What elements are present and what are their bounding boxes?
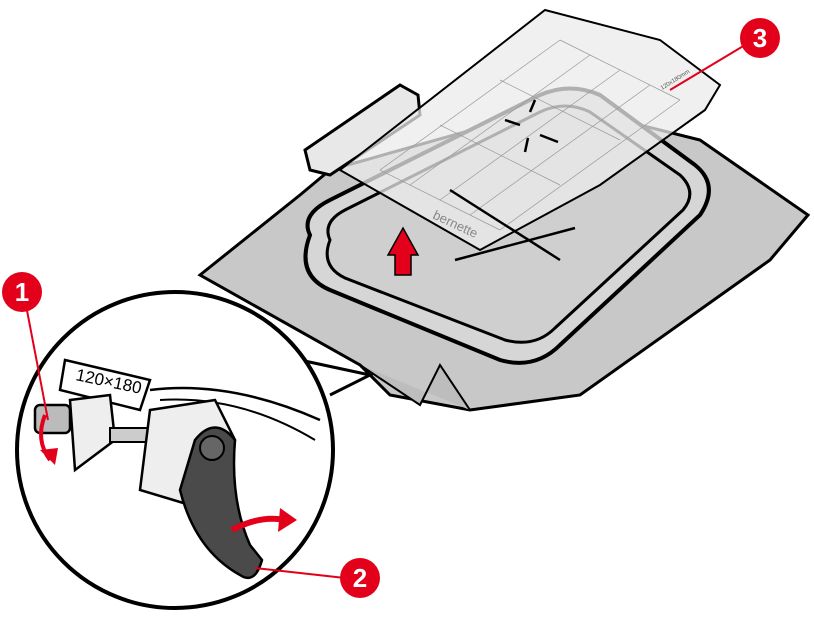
hoop-edge-detail <box>58 358 152 412</box>
lever-direction-arrowhead-icon <box>278 508 297 532</box>
fabric-fold <box>359 363 471 411</box>
template-crosshair <box>449 99 576 262</box>
callout-1-leader <box>24 299 49 421</box>
svg-text:1: 1 <box>15 277 29 307</box>
callout-2-leader <box>254 567 346 579</box>
rotate-arrowhead-icon <box>40 448 58 465</box>
callout-2: 2 <box>340 558 380 598</box>
hoop-rim-detail <box>149 386 321 422</box>
detail-pointer <box>299 358 375 397</box>
screw-thread <box>109 427 151 443</box>
callout-1: 1 <box>2 272 42 312</box>
hoop-rim-detail-2 <box>159 398 316 441</box>
lever-pivot <box>199 435 225 461</box>
lift-arrow-icon <box>386 226 420 276</box>
callout-3: 3 <box>740 18 780 58</box>
svg-text:2: 2 <box>353 563 367 593</box>
clamp-lever <box>178 426 264 580</box>
template-grid <box>379 39 681 231</box>
template <box>338 8 722 252</box>
callout-3-leader <box>669 44 746 91</box>
svg-text:3: 3 <box>753 23 767 53</box>
